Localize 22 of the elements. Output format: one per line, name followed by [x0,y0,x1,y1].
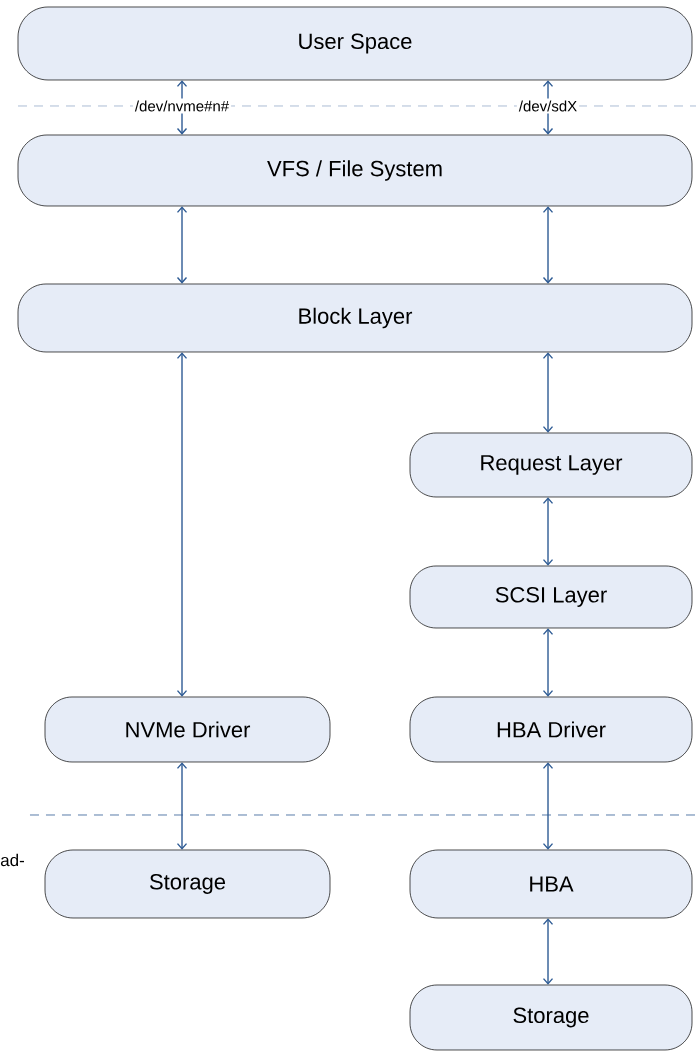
double-arrow [176,206,188,284]
layer-box: User Space [17,6,693,81]
layer-box: Block Layer [17,283,693,353]
double-arrow [542,918,554,985]
layer-box: VFS / File System [17,134,693,207]
text-fragment: ad- [0,853,24,867]
double-arrow [542,206,554,284]
layer-box: SCSI Layer [409,565,693,629]
double-arrow [542,762,554,850]
layer-box: Storage [44,849,331,919]
double-arrow [542,352,554,433]
edge-label: /dev/sdX [516,98,580,114]
layer-box: Storage [409,984,693,1051]
double-arrow [176,762,188,850]
layer-box: HBA [409,849,693,919]
double-arrow [542,497,554,566]
double-arrow [176,352,188,697]
edge-label: /dev/nvme#n# [132,98,232,114]
layer-box: NVMe Driver [44,696,331,763]
double-arrow [542,628,554,697]
layer-box: HBA Driver [409,696,693,763]
layer-box: Request Layer [409,432,693,498]
